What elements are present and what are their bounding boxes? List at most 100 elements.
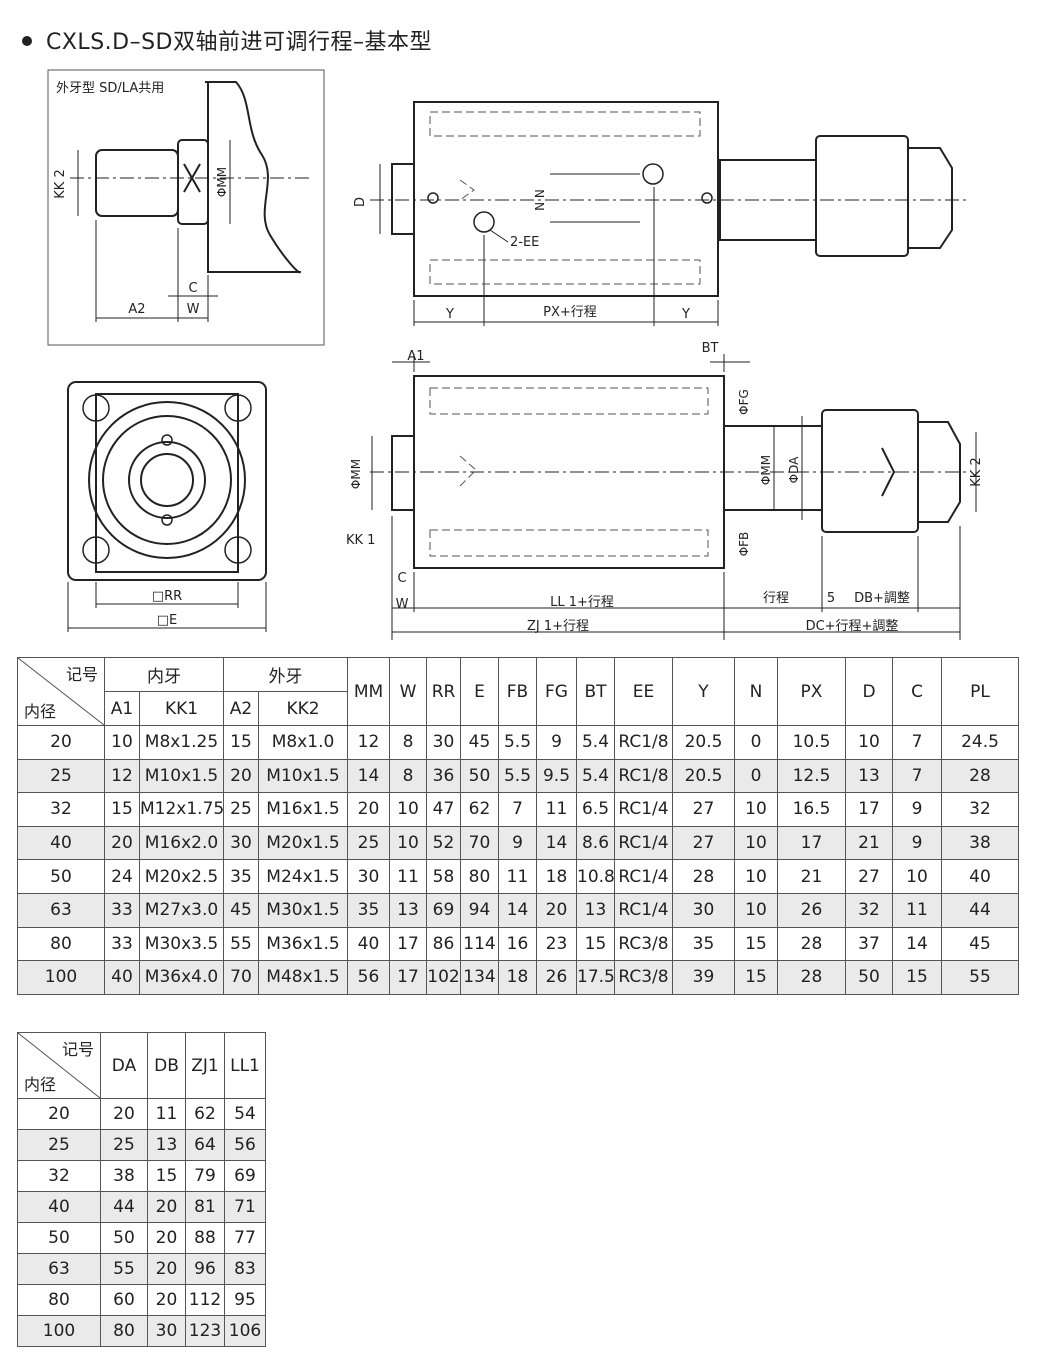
table1-corner: 记号 内径 [17, 657, 105, 726]
table-cell: 80 [100, 1315, 148, 1347]
table-cell: 12 [104, 758, 140, 794]
table-cell: 70 [460, 825, 499, 861]
table-cell: 50 [17, 859, 105, 894]
phi-mm-label-left: ΦMM [349, 459, 363, 489]
table-cell: 10 [734, 859, 778, 894]
table-cell: 15 [223, 725, 259, 760]
table-cell: 25 [347, 825, 390, 861]
table2-col-da: DA [100, 1032, 148, 1099]
w-label-side: W [396, 597, 409, 612]
table-cell: 16.5 [777, 792, 846, 827]
table1-col-w: W [389, 657, 427, 726]
table-cell: 8.6 [576, 825, 615, 861]
table-cell: 33 [104, 892, 140, 928]
table-cell: 33 [104, 926, 140, 962]
table1-col-y: Y [672, 657, 735, 726]
table-cell: RC1/4 [614, 859, 673, 894]
table-cell: 10 [104, 725, 140, 760]
table1-col-rr: RR [426, 657, 461, 726]
table1-col-fg: FG [536, 657, 577, 726]
table-cell: 20 [147, 1222, 186, 1254]
table-cell: 7 [892, 758, 942, 794]
table-cell: 14 [498, 892, 537, 928]
table-cell: 20.5 [672, 758, 735, 794]
kk2-label: KK 2 [53, 169, 68, 198]
bullet-dot [22, 36, 32, 46]
table1-col-e: E [460, 657, 499, 726]
table-cell: 13 [845, 758, 893, 794]
a2-label: A2 [128, 302, 145, 317]
table1-col-ee: EE [614, 657, 673, 726]
table-cell: 44 [100, 1191, 148, 1223]
stroke-label: 行程 [763, 591, 789, 606]
table-cell: 45 [941, 926, 1019, 962]
table-cell: 10.8 [576, 859, 615, 894]
table-cell: 77 [224, 1222, 266, 1254]
table-cell: 70 [223, 960, 259, 995]
table-cell: 50 [17, 1222, 101, 1254]
table-cell: 13 [147, 1129, 186, 1161]
c-label-side: C [397, 571, 406, 586]
table-cell: 30 [672, 892, 735, 928]
table-cell: 96 [185, 1253, 225, 1285]
table-cell: 55 [941, 960, 1019, 995]
table1-sub-a1: A1 [104, 691, 140, 726]
table-cell: 12.5 [777, 758, 846, 794]
table-cell: 17.5 [576, 960, 615, 995]
cylinder-side-view-drawing: A1 BT ΦFG ΦFB ΦMM ΦMM ΦDA KK 2 KK 1 C W … [346, 341, 984, 640]
table-cell: 5.5 [498, 725, 537, 760]
table-cell: 20 [223, 758, 259, 794]
table-cell: 13 [389, 892, 427, 928]
table-cell: 9 [892, 792, 942, 827]
table-cell: 83 [224, 1253, 266, 1285]
table-cell: 5.5 [498, 758, 537, 794]
table-cell: M16x1.5 [258, 792, 348, 827]
table-cell: 20 [536, 892, 577, 928]
table-cell: 39 [672, 960, 735, 995]
table-cell: M10x1.5 [139, 758, 224, 794]
table-cell: 5.4 [576, 758, 615, 794]
ll1-stroke-label: LL 1+行程 [550, 595, 614, 610]
table-cell: 32 [17, 792, 105, 827]
table-cell: 32 [845, 892, 893, 928]
table-cell: 10 [389, 792, 427, 827]
table-cell: 123 [185, 1315, 225, 1347]
table-cell: 80 [17, 926, 105, 962]
table-cell: M12x1.75 [139, 792, 224, 827]
table-cell: M27x3.0 [139, 892, 224, 928]
table-cell: 15 [892, 960, 942, 995]
a1-label: A1 [407, 349, 424, 364]
nn-label: N N [533, 189, 547, 211]
table-cell: 28 [777, 926, 846, 962]
table-cell: 30 [223, 825, 259, 861]
table-cell: 47 [426, 792, 461, 827]
table-cell: M30x1.5 [258, 892, 348, 928]
table-cell: 18 [536, 859, 577, 894]
table-cell: 45 [460, 725, 499, 760]
table-cell: 9 [892, 825, 942, 861]
table-cell: 56 [347, 960, 390, 995]
table-cell: 45 [223, 892, 259, 928]
table-cell: 60 [100, 1284, 148, 1316]
cylinder-top-view-drawing: D N N 2-EE Y PX+行程 Y [353, 101, 970, 326]
table-cell: 18 [498, 960, 537, 995]
table-cell: 27 [672, 792, 735, 827]
table-cell: 25 [223, 792, 259, 827]
table-cell: 30 [426, 725, 461, 760]
d-label: D [353, 197, 368, 207]
table2-col-db: DB [147, 1032, 186, 1099]
table-cell: 21 [777, 859, 846, 894]
table-cell: M36x4.0 [139, 960, 224, 995]
table-cell: 88 [185, 1222, 225, 1254]
table2-corner: 记号 内径 [17, 1032, 101, 1099]
dc-stroke-adjust-label: DC+行程+調整 [806, 619, 899, 634]
table-cell: 69 [426, 892, 461, 928]
table-cell: 37 [845, 926, 893, 962]
table-cell: 0 [734, 758, 778, 794]
